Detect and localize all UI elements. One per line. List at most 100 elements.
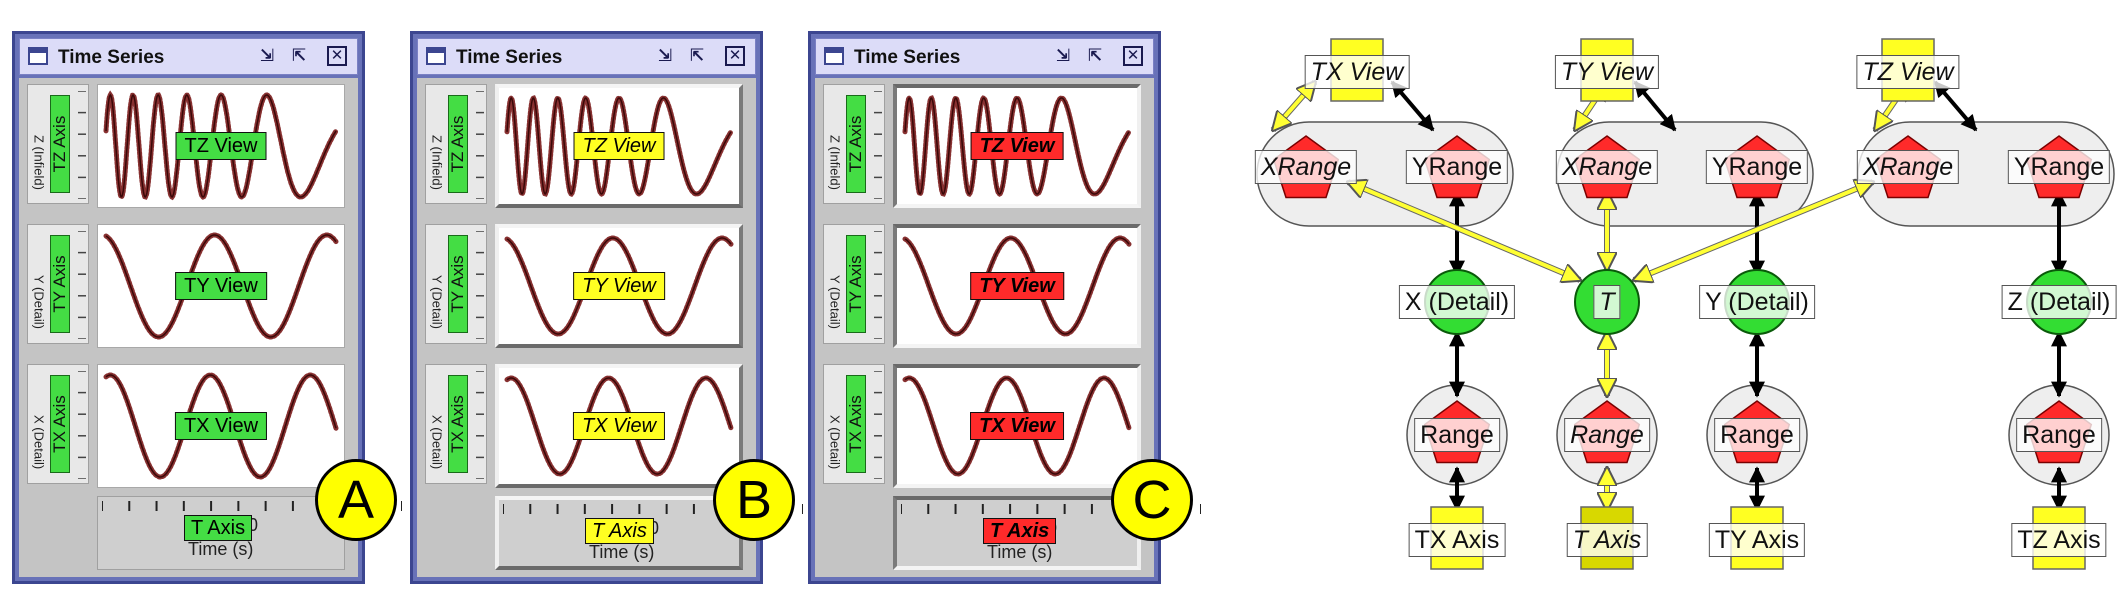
node-x-detail: X (Detail): [1398, 285, 1516, 319]
node-range-t: Range: [1564, 418, 1650, 452]
node-yrange-3: YRange: [2007, 150, 2111, 184]
axis-ticks: [476, 91, 484, 199]
window-icon: [426, 47, 446, 65]
view-label: TY View: [175, 272, 267, 300]
view-label: TZ View: [573, 132, 665, 160]
axis-panel[interactable]: Z (Infield) TZ Axis: [425, 84, 487, 204]
waveform-plot: [103, 232, 339, 340]
node-ty-axis: TY Axis: [1708, 523, 1806, 557]
time-series-view[interactable]: TY View: [495, 224, 743, 348]
maximize-icon[interactable]: ⇱: [291, 46, 307, 66]
edge-xrange3-t: [1634, 182, 1873, 280]
t-axis-panel[interactable]: Time (s) 100 T Axis: [97, 496, 402, 570]
minimize-icon[interactable]: ⇲: [259, 46, 275, 66]
axis-label: TY Axis: [448, 235, 468, 333]
view-label: TX View: [174, 412, 268, 440]
close-icon[interactable]: ✕: [1123, 46, 1143, 66]
time-series-window-c: Time Series ⇲ ⇱ ✕ Z (Infield) TZ Axis TZ…: [808, 31, 1201, 584]
window-content: Z (Infield) TZ Axis TZ View Y (Detail) T…: [815, 78, 1201, 577]
t-axis-panel[interactable]: Time (s) 100 T Axis: [893, 496, 1201, 570]
maximize-icon[interactable]: ⇱: [689, 46, 705, 66]
axis-label: TX Axis: [846, 375, 866, 473]
window-titlebar[interactable]: Time Series ⇲ ⇱ ✕: [19, 38, 358, 75]
edge-xrange1-t: [1348, 182, 1580, 280]
time-series-view[interactable]: TZ View: [97, 84, 345, 208]
window-content: Z (Infield) TZ Axis TZ View Y (Detail) T…: [417, 78, 803, 577]
view-label: TY View: [970, 272, 1064, 300]
close-icon[interactable]: ✕: [327, 46, 347, 66]
axis-panel[interactable]: Y (Detail) TY Axis: [27, 224, 89, 344]
waveform-plot: [103, 372, 339, 480]
axis-ticks: [874, 91, 882, 199]
node-range-x: Range: [1414, 418, 1500, 452]
axis-panel[interactable]: X (Detail) TX Axis: [823, 364, 885, 484]
panel-badge: A: [315, 459, 397, 541]
axis-variable-label: Y (Detail): [827, 275, 843, 329]
node-tz-view: TZ View: [1856, 55, 1960, 89]
axis-ticks: [78, 231, 86, 339]
window-titlebar[interactable]: Time Series ⇲ ⇱ ✕: [815, 38, 1154, 75]
axis-variable-label: Z (Infield): [429, 135, 445, 190]
axis-panel[interactable]: X (Detail) TX Axis: [425, 364, 487, 484]
node-range-y: Range: [1714, 418, 1800, 452]
time-series-view[interactable]: TX View: [893, 364, 1141, 488]
minimize-icon[interactable]: ⇲: [1055, 46, 1071, 66]
axis-panel[interactable]: Z (Infield) TZ Axis: [27, 84, 89, 204]
window-titlebar[interactable]: Time Series ⇲ ⇱ ✕: [417, 38, 756, 75]
axis-label: TZ Axis: [448, 95, 468, 193]
node-yrange-2: YRange: [1705, 150, 1809, 184]
node-xrange-3: XRange: [1856, 150, 1960, 184]
diagram-graphics: [1256, 38, 2115, 570]
t-axis-title: Time (s): [987, 542, 1053, 562]
edge-txview-xrange: [1273, 82, 1315, 130]
waveform-plot: [504, 375, 734, 477]
axis-panel[interactable]: Z (Infield) TZ Axis: [823, 84, 885, 204]
time-series-view[interactable]: TX View: [97, 364, 345, 488]
time-series-view[interactable]: TZ View: [893, 84, 1141, 208]
axis-ticks: [874, 371, 882, 479]
axis-ticks: [78, 91, 86, 199]
node-tx-view: TX View: [1304, 55, 1410, 89]
axis-variable-label: Z (Infield): [31, 135, 47, 190]
minimize-icon[interactable]: ⇲: [657, 46, 673, 66]
axis-ticks: [476, 371, 484, 479]
axis-label: TX Axis: [448, 375, 468, 473]
node-tx-axis: TX Axis: [1408, 523, 1506, 557]
axis-variable-label: Z (Infield): [827, 135, 843, 190]
waveform-plot: [902, 235, 1132, 337]
time-series-view[interactable]: TY View: [97, 224, 345, 348]
node-y-detail: Y (Detail): [1699, 285, 1815, 319]
axis-label: TZ Axis: [846, 95, 866, 193]
t-axis-label: T Axis: [983, 518, 1057, 544]
axis-panel[interactable]: X (Detail) TX Axis: [27, 364, 89, 484]
axis-ticks: [78, 371, 86, 479]
time-series-view[interactable]: TY View: [893, 224, 1141, 348]
waveform-plot: [103, 90, 339, 201]
time-series-window-b: Time Series ⇲ ⇱ ✕ Z (Infield) TZ Axis TZ…: [410, 31, 803, 584]
edge-txview-yrange: [1390, 80, 1435, 132]
window-title: Time Series: [58, 47, 165, 68]
view-label: TX View: [970, 412, 1064, 440]
node-z-detail: Z (Detail): [2001, 285, 2117, 319]
node-t-axis: T Axis: [1566, 523, 1648, 557]
axis-panel[interactable]: Y (Detail) TY Axis: [425, 224, 487, 344]
panel-badge: C: [1111, 459, 1193, 541]
time-series-view[interactable]: TZ View: [495, 84, 743, 208]
close-icon[interactable]: ✕: [725, 46, 745, 66]
view-label: TX View: [572, 412, 666, 440]
window-title: Time Series: [854, 47, 961, 68]
axis-label: TX Axis: [50, 375, 70, 473]
t-axis-ticks: [901, 504, 1201, 514]
maximize-icon[interactable]: ⇱: [1087, 46, 1103, 66]
window-icon: [28, 47, 48, 65]
node-t: T: [1593, 285, 1621, 319]
t-axis-title: Time (s): [188, 539, 254, 559]
view-label: TY View: [573, 272, 665, 300]
time-series-view[interactable]: TX View: [495, 364, 743, 488]
window-content: Z (Infield) TZ Axis TZ View Y (Detail) T…: [19, 78, 402, 577]
t-axis-panel[interactable]: Time (s) 100 T Axis: [495, 496, 803, 570]
axis-variable-label: X (Detail): [827, 415, 843, 470]
axis-variable-label: Y (Detail): [31, 275, 47, 329]
axis-panel[interactable]: Y (Detail) TY Axis: [823, 224, 885, 344]
